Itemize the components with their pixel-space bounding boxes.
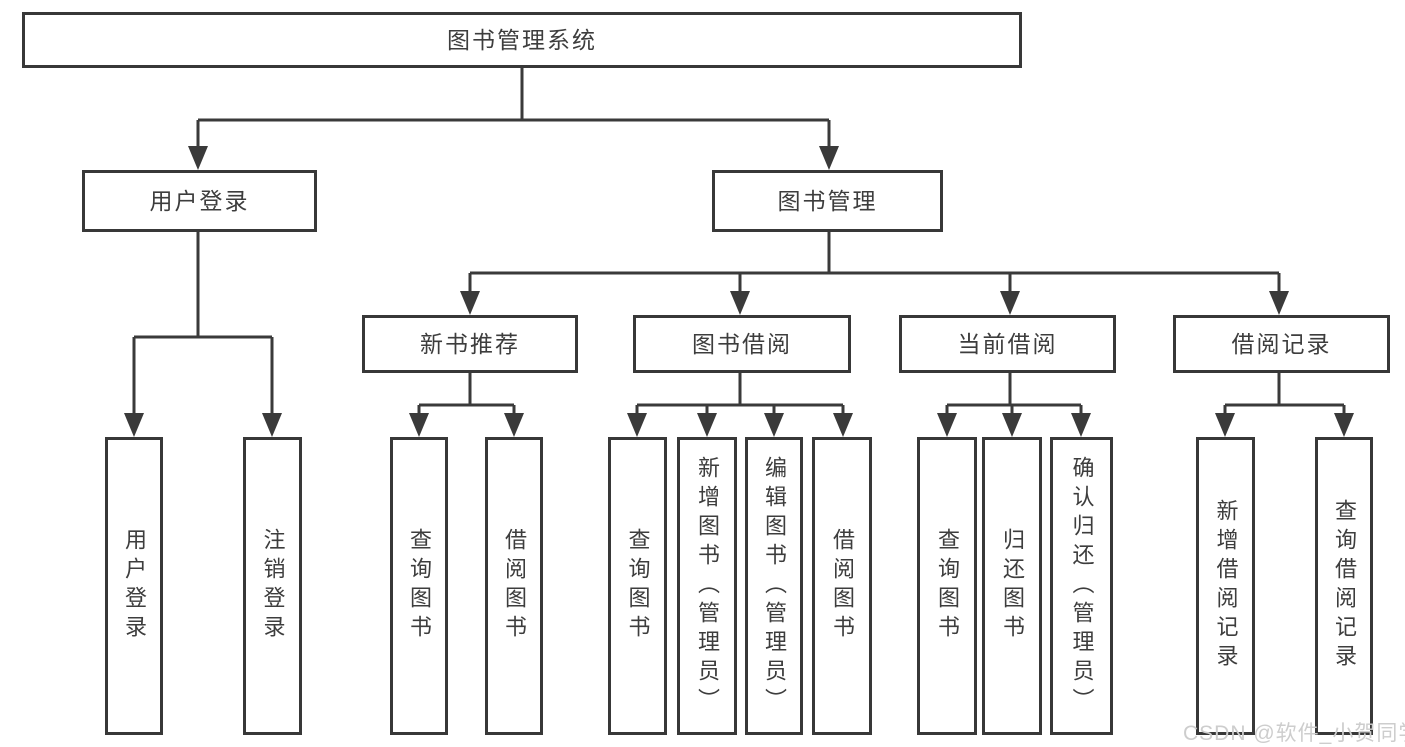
connector-new-book-children [409,373,524,437]
node-current-borrow: 当前借阅 [899,315,1116,373]
leaf-borrow-add-books-admin: 新增图书（管理员） [677,437,737,735]
node-borrow-records: 借阅记录 [1173,315,1390,373]
connector-root-to-branches [188,68,839,170]
leaf-logout: 注销登录 [243,437,302,735]
node-book-borrow: 图书借阅 [633,315,851,373]
connector-book-borrow-children [627,373,853,437]
leaf-borrow-query-books: 查询图书 [608,437,667,735]
leaf-borrow-borrow-books: 借阅图书 [812,437,872,735]
connector-book-management-children [460,232,1289,315]
leaf-records-query-record: 查询借阅记录 [1315,437,1373,735]
leaf-user-login: 用户登录 [105,437,163,735]
leaf-borrow-edit-books-admin: 编辑图书（管理员） [745,437,803,735]
connector-borrow-records-children [1215,373,1354,437]
connector-user-login-children [124,232,282,437]
node-book-management: 图书管理 [712,170,943,232]
connector-current-borrow-children [937,373,1091,437]
leaf-current-query-books: 查询图书 [917,437,977,735]
node-new-book-recommend: 新书推荐 [362,315,578,373]
leaf-newbook-borrow-books: 借阅图书 [485,437,543,735]
leaf-records-add-record: 新增借阅记录 [1196,437,1255,735]
node-root-system: 图书管理系统 [22,12,1022,68]
leaf-current-confirm-return-admin: 确认归还（管理员） [1050,437,1113,735]
leaf-newbook-query-books: 查询图书 [390,437,448,735]
node-user-login: 用户登录 [82,170,317,232]
leaf-current-return-books: 归还图书 [982,437,1042,735]
csdn-watermark: CSDN @软件_小贺同学 [1183,722,1405,745]
